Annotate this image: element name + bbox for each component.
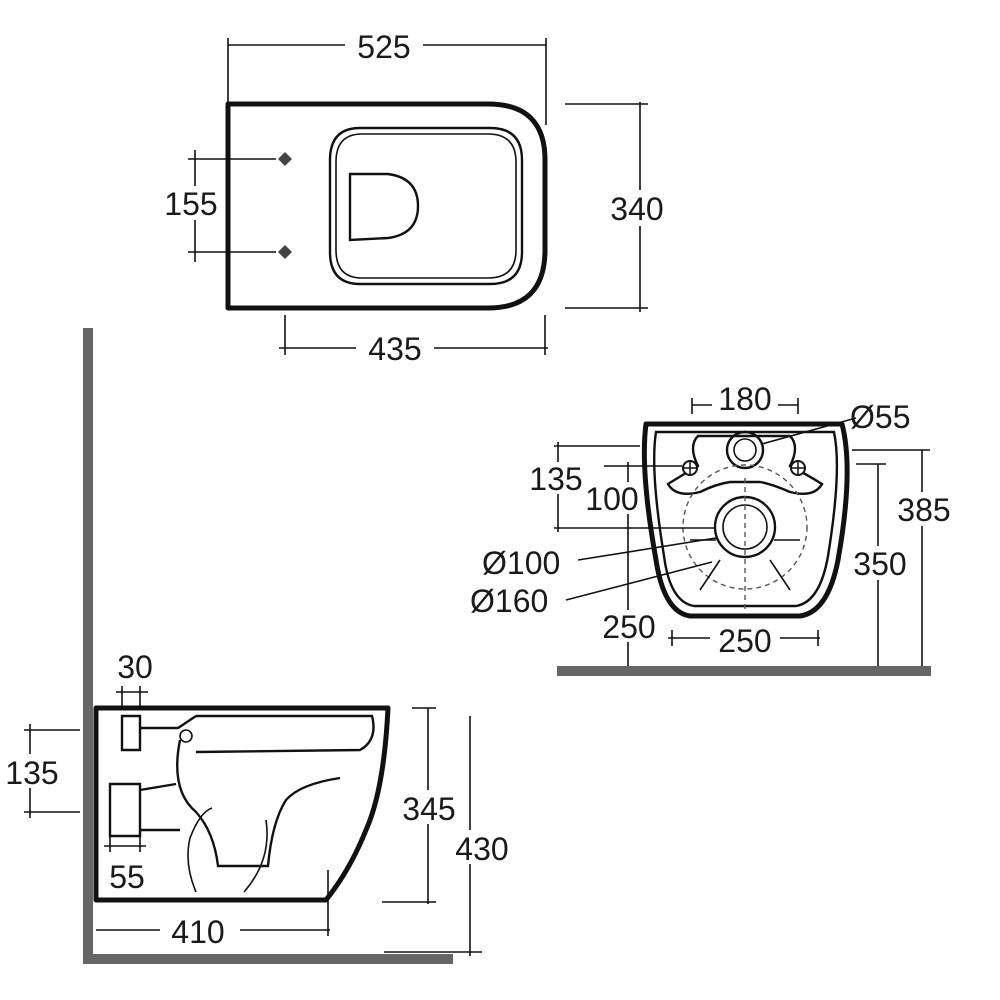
dim-outlet-dia: Ø100 [482, 545, 560, 581]
side-outlet-spigot [108, 782, 180, 838]
dim-fix-height-b: 100 [585, 481, 638, 517]
dim-projection: 410 [171, 914, 224, 950]
rear-inlet-circle [725, 430, 765, 470]
dim-length: 525 [357, 29, 410, 65]
dim-fixing-centres: 180 [718, 381, 771, 417]
top-fixing-hole-icon [278, 152, 292, 259]
top-view-outline [225, 101, 548, 311]
rear-view-outline [641, 421, 850, 619]
dim-inlet-dia: Ø55 [850, 399, 910, 435]
top-view-bowl [328, 126, 524, 286]
dim-depth-inner: 435 [368, 331, 421, 367]
top-view-opening [348, 172, 420, 242]
rear-view: 180 Ø55 135 100 Ø100 Ø160 250 2 [470, 381, 956, 676]
dim-outlet-offset: 55 [109, 859, 145, 895]
side-inlet-spigot [120, 714, 197, 752]
rear-fixing-hole-icon [682, 460, 806, 476]
dim-fix-height-a: 135 [529, 461, 582, 497]
side-view-wall [83, 328, 93, 964]
side-view: 30 135 55 410 345 [0, 328, 518, 964]
dim-base-width: 250 [718, 623, 771, 659]
top-view-rim-line [335, 133, 517, 279]
dim-line-30 [116, 686, 148, 708]
rear-view-inner-outline [653, 430, 839, 608]
side-view-trap [176, 739, 341, 868]
dim-outlet-height: 250 [602, 609, 655, 645]
rear-outlet-ring [682, 464, 808, 590]
dim-inlet-offset: 30 [117, 649, 153, 685]
dim-rim-height: 430 [455, 831, 508, 867]
dim-line-55 [104, 836, 146, 852]
top-view: 525 340 155 435 [158, 28, 674, 367]
dim-pan-height-side: 345 [402, 791, 455, 827]
dim-width: 340 [610, 191, 663, 227]
rear-view-floor [557, 666, 931, 676]
side-view-outline [93, 705, 391, 903]
side-view-floor [83, 954, 453, 964]
dim-pan-height: 350 [853, 546, 906, 582]
dim-outlet-ring-dia: Ø160 [470, 583, 548, 619]
dim-inlet-height: 135 [5, 755, 58, 791]
dim-total-height: 385 [897, 492, 950, 528]
dim-fixing-spacing: 155 [164, 186, 217, 222]
